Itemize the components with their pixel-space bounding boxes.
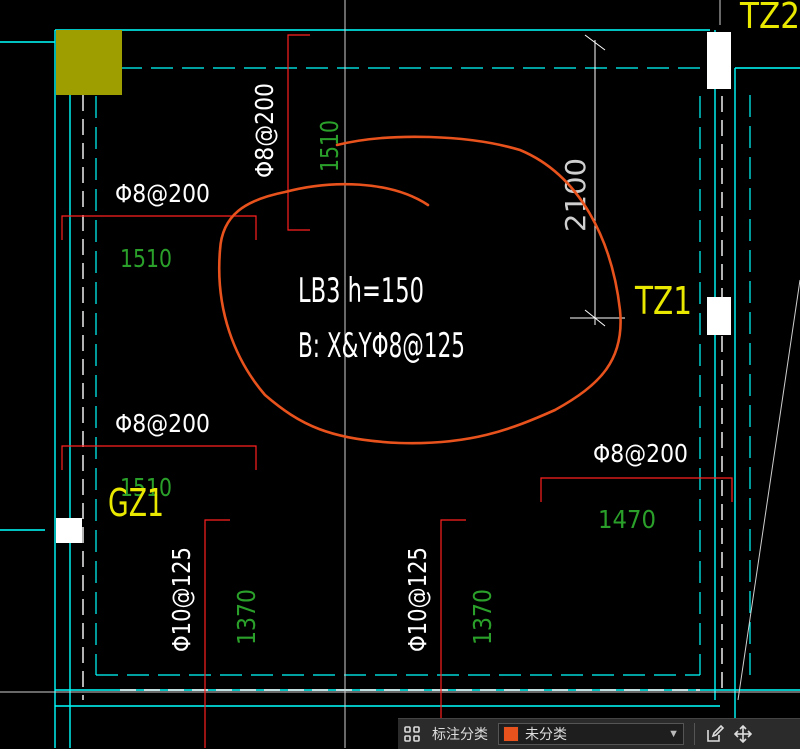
rebar-top-vertical-length: 1510 — [315, 120, 344, 172]
rebar-left-upper-length: 1510 — [120, 244, 172, 273]
category-label: 标注分类 — [432, 726, 488, 742]
move-icon[interactable] — [729, 720, 757, 748]
rebar-marks — [61, 34, 733, 748]
rebar-right-lower-spec: Φ8@200 — [593, 439, 688, 468]
rebar-right-lower-length: 1470 — [598, 505, 656, 534]
edit-icon[interactable] — [701, 720, 729, 748]
grid-layout-icon[interactable] — [398, 720, 426, 748]
dimension-text-2100: 2100 — [559, 158, 592, 232]
dimension-line-2100 — [570, 34, 625, 327]
markup-revision-cloud[interactable] — [217, 135, 622, 445]
column-label-tz1: TZ1 — [634, 279, 692, 323]
rebar-bottom-mid-length: 1370 — [468, 589, 497, 645]
column-label-gz1: GZ1 — [108, 481, 164, 525]
rebar-top-vertical-spec: Φ8@200 — [250, 83, 279, 178]
column-block-gz1 — [56, 518, 82, 543]
column-block-top-right — [707, 32, 731, 89]
rebar-bottom-left-spec: Φ10@125 — [167, 547, 196, 652]
beam-dashed-lines — [95, 67, 751, 680]
category-swatch — [503, 726, 519, 742]
slab-label: LB3 h=150 — [298, 271, 424, 311]
rebar-left-upper-spec: Φ8@200 — [115, 179, 210, 208]
toolbar-divider — [694, 723, 695, 745]
rebar-left-lower-length: 1510 — [120, 473, 172, 502]
category-select[interactable]: 未分类 ▼ — [498, 723, 684, 745]
rebar-left-lower-spec: Φ8@200 — [115, 409, 210, 438]
bottom-toolbar: 标注分类 未分类 ▼ — [398, 718, 800, 749]
rebar-bottom-mid-spec: Φ10@125 — [403, 547, 432, 652]
category-select-value: 未分类 — [525, 726, 567, 742]
outer-dashed-lines — [82, 95, 723, 700]
slab-reinforcement: B: X&YΦ8@125 — [298, 326, 465, 366]
rebar-bottom-left-length: 1370 — [232, 589, 261, 645]
column-block-tz1 — [707, 297, 731, 335]
column-block-olive — [56, 30, 122, 95]
chevron-down-icon: ▼ — [668, 728, 679, 740]
column-label-tz2-fragment: TZ2 — [739, 0, 800, 37]
